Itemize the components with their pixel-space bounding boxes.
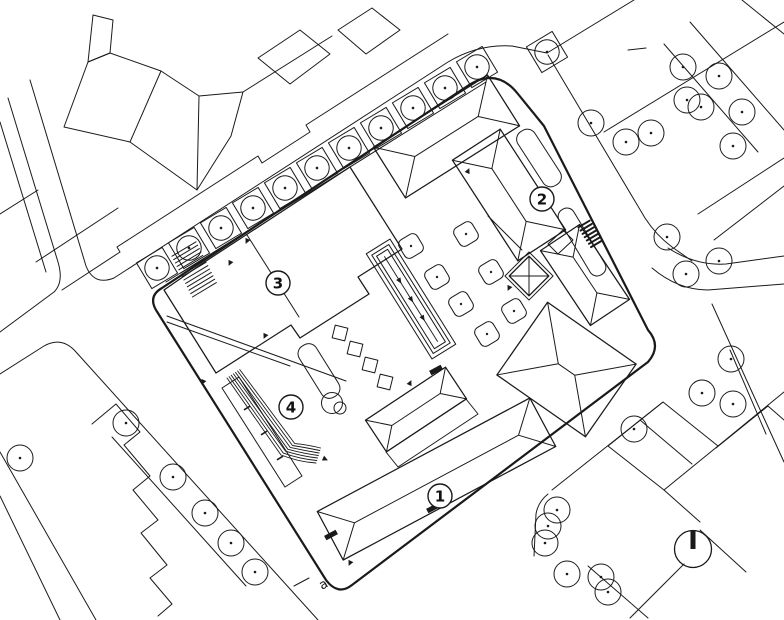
label-1-text: 1 [435,488,445,506]
direction-arrow-icon [201,378,207,385]
street-tree [167,226,211,270]
paving-diamond [346,340,364,358]
planter [453,221,479,247]
tree [534,512,562,540]
street-tree [199,206,243,250]
planter [398,233,424,259]
direction-arrow-icon [507,284,513,291]
paving-diamonds [331,324,394,391]
planter [474,321,500,347]
building-2-roof [451,128,631,327]
street-tree [525,30,569,74]
label-4-text: 4 [286,399,296,417]
planter [448,291,474,317]
street-tree [263,166,307,210]
building-3-outline [163,166,403,382]
tree [705,247,733,275]
planter [424,264,450,290]
tree [612,128,640,156]
direction-arrow-icon [228,259,234,266]
building-se-roof [496,301,637,438]
tree [112,409,140,437]
tree [217,529,245,557]
tree [620,415,648,443]
label-3-text: 3 [273,275,283,293]
entrance-marker [429,364,443,376]
tree [653,223,681,251]
bottom-right-block [533,391,784,619]
courtyard-planters [398,221,527,347]
direction-arrow-icon [406,380,412,387]
tree [543,496,571,524]
tree [688,379,716,407]
tree [728,98,756,126]
stairs-hatch [171,241,217,298]
tree [705,62,733,90]
trees [6,53,756,606]
street-tree [135,246,179,290]
tree [241,558,269,586]
entrance-marker [324,529,338,541]
tree [587,563,615,591]
pavilion-roof [504,251,554,301]
tree [6,444,34,472]
tree [672,260,700,288]
tree [717,345,745,373]
paving-diamond [376,373,394,391]
building-labels: 1 2 3 4 [265,186,555,509]
tree [553,560,581,588]
street-tree [327,126,371,170]
north-arrow-icon [673,529,713,569]
label-2-text: 2 [537,191,547,209]
tree [531,529,559,557]
top-left-block [35,7,449,291]
paving-diamond [331,324,349,342]
tree [719,132,747,160]
planter [478,259,504,285]
tree [577,109,605,137]
tree [594,578,622,606]
tree [719,390,747,418]
street-tree [423,66,467,110]
tree [669,53,697,81]
building-1-roof [316,366,557,561]
direction-arrows [201,168,513,566]
label-building-4: 4 [278,394,304,420]
terrace-edge [221,376,303,488]
stairs-hatch-dark [577,219,604,249]
label-building-1: 1 [427,483,453,509]
direction-arrow-icon [348,559,354,566]
planter [501,298,527,324]
curb-bulge [516,128,562,188]
street-tree [455,45,499,89]
tree [637,119,665,147]
direction-arrow-icon [464,168,470,175]
street-tree [391,86,435,130]
entrance-markers [324,364,443,541]
label-building-3: 3 [265,270,291,296]
direction-arrow-icon [321,455,328,461]
label-building-2: 2 [529,186,555,212]
pergola [365,238,457,360]
tree [673,86,701,114]
direction-arrow-icon [245,237,251,244]
block-boundary [151,76,657,591]
ramp-steps [226,369,322,464]
direction-arrow-icon [263,332,269,339]
courtyard-planter-long [297,343,347,415]
tree [191,499,219,527]
street-tree [359,106,403,150]
tree [687,93,715,121]
street-letter: a [317,576,331,593]
tree [159,463,187,491]
street-tree [295,146,339,190]
bottom-left-block [91,403,247,617]
street-tree [231,186,275,230]
street-trees [135,30,569,290]
paving-diamond [361,356,379,374]
